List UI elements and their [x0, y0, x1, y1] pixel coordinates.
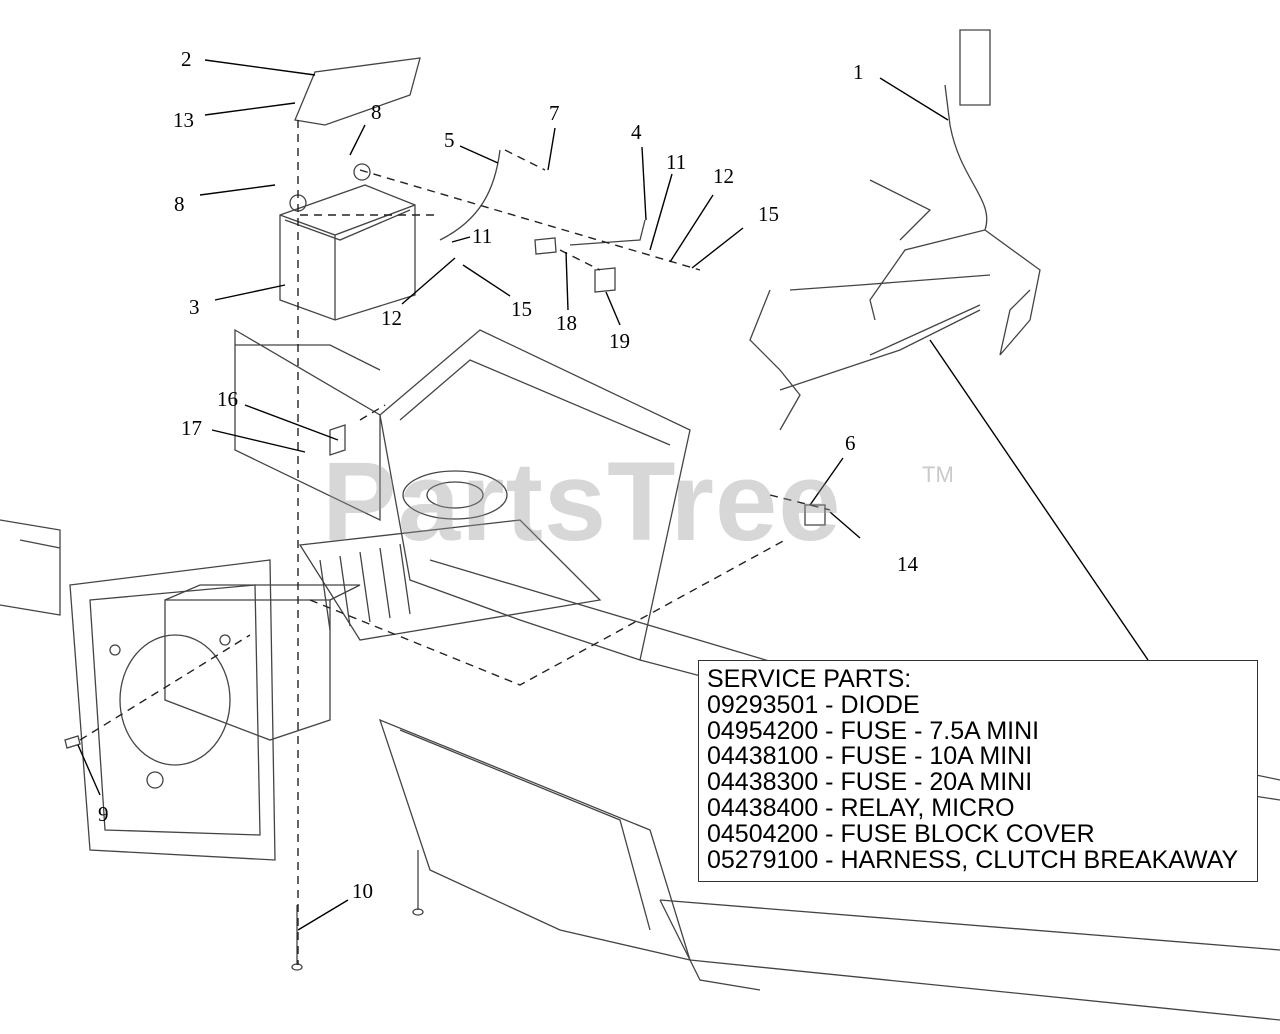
- callout-label: 5: [444, 128, 455, 152]
- callout-label: 7: [549, 101, 560, 125]
- service-part-item: 04954200 - FUSE - 7.5A MINI: [707, 716, 1040, 745]
- callout-label: 12: [713, 164, 734, 188]
- callout-label: 17: [181, 416, 202, 440]
- callout-label: 19: [609, 329, 630, 353]
- service-part-item: 05279100 - HARNESS, CLUTCH BREAKAWAY: [707, 845, 1239, 874]
- callout-label: 15: [758, 202, 779, 226]
- service-part-item: 04438400 - RELAY, MICRO: [707, 793, 1015, 822]
- callout-label: 1: [853, 60, 864, 84]
- service-part-item: 09293501 - DIODE: [707, 690, 920, 719]
- callout-label: 18: [556, 311, 577, 335]
- callout-label: 16: [217, 387, 238, 411]
- callout-label: 13: [173, 108, 194, 132]
- callout-label: 14: [897, 552, 918, 576]
- watermark: PartsTree: [322, 439, 842, 564]
- callout-label: 4: [631, 120, 642, 144]
- callout-label: 11: [472, 224, 493, 248]
- callout-label: 8: [371, 100, 382, 124]
- service-part-item: 04438300 - FUSE - 20A MINI: [707, 768, 1033, 797]
- service-part-item: 04504200 - FUSE BLOCK COVER: [707, 819, 1095, 848]
- callout-label: 11: [666, 150, 687, 174]
- service-parts-box: SERVICE PARTS: 09293501 - DIODE 04954200…: [698, 660, 1258, 882]
- callout-label: 15: [511, 297, 532, 321]
- callout-label: 2: [181, 47, 192, 71]
- leader-lines: [77, 59, 1149, 931]
- service-parts-title: SERVICE PARTS:: [707, 665, 912, 693]
- callout-label: 3: [189, 295, 200, 319]
- watermark-tm: TM: [922, 462, 954, 487]
- callout-label: 12: [381, 306, 402, 330]
- service-part-item: 04438100 - FUSE - 10A MINI: [707, 742, 1033, 771]
- callout-label: 9: [98, 802, 109, 826]
- callout-label: 10: [352, 879, 373, 903]
- callout-label: 6: [845, 431, 856, 455]
- callout-label: 8: [174, 192, 185, 216]
